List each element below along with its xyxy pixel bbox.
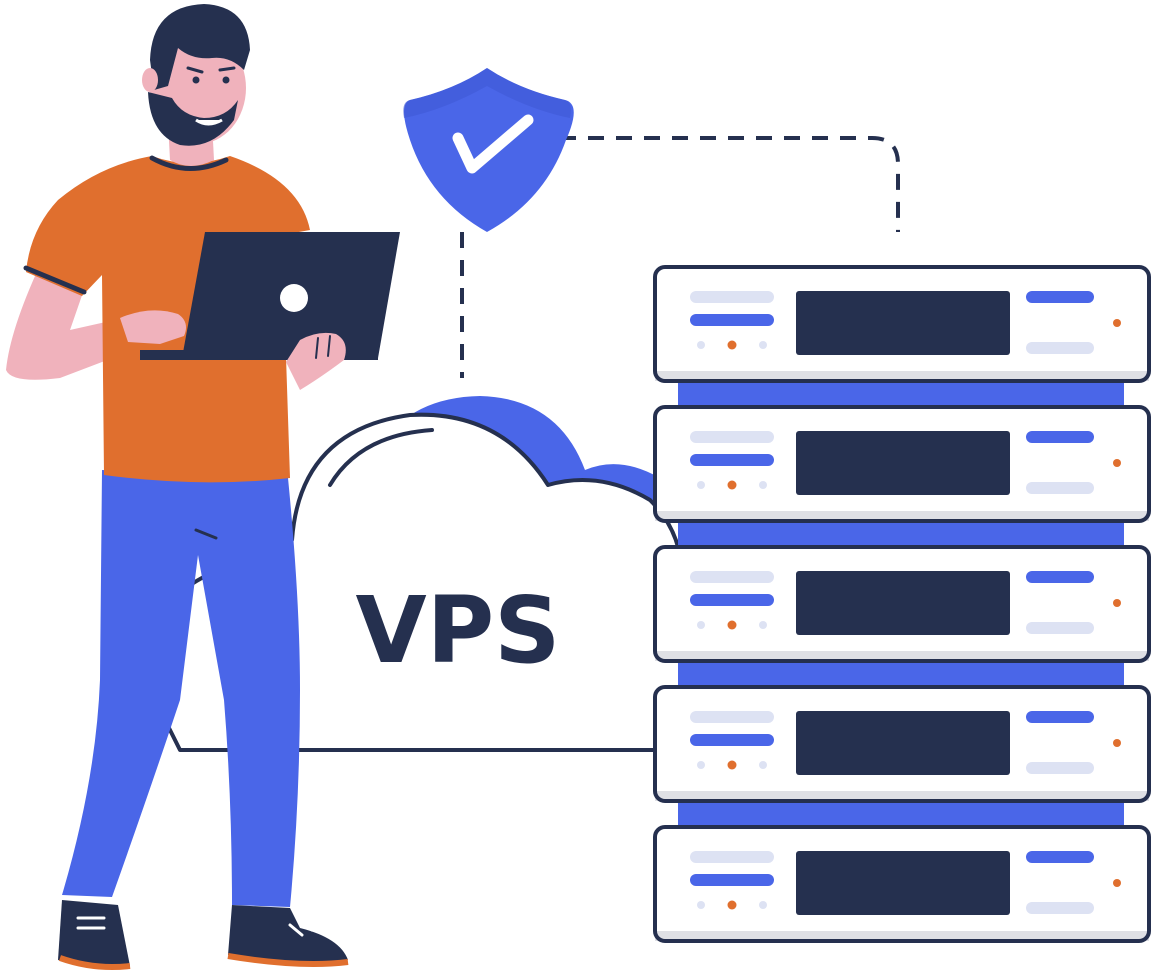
server-display [796,291,1010,355]
server-icon [653,545,1151,663]
server-display [796,571,1010,635]
shield-check-icon [403,68,574,232]
cloud-label: VPS [356,577,561,684]
dashed-connector [460,136,900,378]
server-display [796,431,1010,495]
server-display [796,711,1010,775]
server-icon [653,685,1151,803]
server-icon [653,825,1151,943]
server-icon [653,405,1151,523]
server-icon [653,265,1151,383]
server-display [796,851,1010,915]
hands [120,310,346,390]
person [6,4,349,970]
server-stack [653,265,1151,943]
